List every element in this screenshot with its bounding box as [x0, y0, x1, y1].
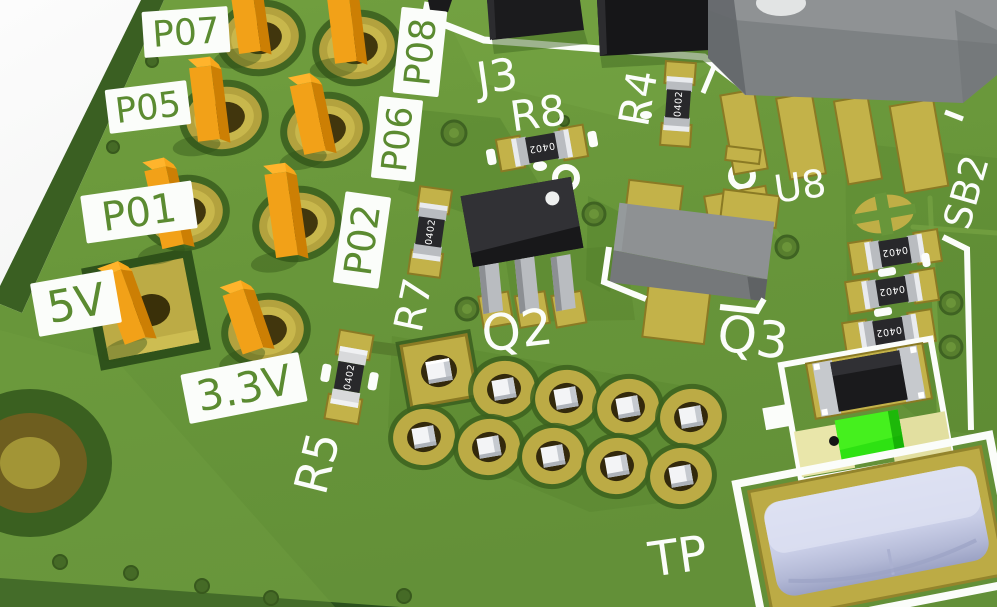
r7-marking: 0402 — [424, 218, 439, 245]
resistor-r4: 0402 — [659, 59, 697, 149]
silkscreen-refdes: J3 R8 R4 U8 SB2 Q2 Q3 R7 R5 TP — [283, 49, 997, 589]
transistor-q3 — [600, 178, 781, 346]
q3-silkscreen-corner — [719, 297, 767, 315]
led — [793, 409, 953, 478]
label-p08: P08 — [392, 7, 448, 97]
r8-marking: 0402 — [528, 139, 556, 154]
j3-housing-2 — [597, 0, 710, 56]
capacitor-tp — [731, 430, 997, 607]
u8-tab-hole — [756, 0, 806, 16]
label-5v: 5V — [30, 269, 122, 337]
q3-silkscreen-corner — [600, 246, 648, 302]
tp-pads-round — [388, 355, 727, 510]
svg-text:P08: P08 — [397, 16, 445, 87]
label-q2: Q2 — [478, 297, 556, 363]
label-p02: P02 — [333, 191, 391, 289]
silkscreen-dot — [533, 161, 547, 171]
led-polarity-dot — [829, 436, 839, 446]
svg-text:P06: P06 — [375, 104, 422, 173]
label-u8: U8 — [771, 161, 829, 212]
svg-text:P07: P07 — [151, 10, 221, 56]
label-r7: R7 — [386, 274, 442, 336]
mounting-hole — [0, 389, 112, 537]
pin-p02 — [250, 162, 309, 273]
q3-body — [609, 202, 775, 302]
resistor-marking: 0402 — [875, 324, 903, 339]
q2-leads — [478, 254, 576, 315]
u8-pads — [703, 88, 950, 224]
board-edge-bevel — [0, 0, 164, 313]
resistor-r5: 0402 — [320, 328, 379, 426]
label-r8: R8 — [507, 85, 569, 141]
ic-u8 — [700, 0, 997, 236]
j3-housing-1 — [487, 0, 584, 40]
label-p01: P01 — [80, 180, 198, 244]
label-tp: TP — [644, 525, 710, 589]
resistor-r7: 0402 — [406, 185, 454, 279]
resistor-marking: 0402 — [881, 244, 909, 259]
svg-text:P05: P05 — [113, 84, 183, 132]
q3-pads — [624, 178, 781, 346]
label-p05: P05 — [104, 80, 192, 134]
label-p06: P06 — [371, 96, 423, 182]
svg-text:P01: P01 — [99, 185, 180, 241]
label-p07: P07 — [141, 6, 231, 58]
resistor-marking: 0402 — [878, 283, 906, 298]
svg-text:5V: 5V — [43, 274, 109, 334]
svg-text:P02: P02 — [336, 202, 389, 279]
pin-p08 — [309, 0, 368, 79]
resistor-r8: 0402 — [485, 123, 599, 173]
label-q3: Q3 — [714, 304, 793, 371]
pin-p07 — [213, 0, 272, 69]
q2-pin1-dot — [545, 191, 560, 206]
resistor-bank: 0402 0402 0402 — [840, 228, 944, 357]
silkscreen-block — [762, 403, 792, 431]
label-r4: R4 — [609, 66, 667, 130]
r4-marking: 0402 — [672, 91, 685, 118]
silkscreen-pin-labels: P07 P08 P05 P06 P01 P02 5V 3.3V — [30, 6, 448, 424]
pin-p06 — [279, 73, 337, 171]
silkscreen-dot — [640, 111, 652, 119]
tp-header-footprint — [388, 328, 727, 510]
r5-marking: 0402 — [342, 363, 357, 391]
thermal-pad — [851, 192, 917, 236]
tp-pad-1-square — [395, 328, 483, 414]
sb2-silkscreen-line — [941, 234, 974, 431]
pin-p05 — [172, 56, 231, 157]
label-j3: J3 — [470, 49, 521, 106]
transistor-q2 — [460, 176, 588, 330]
